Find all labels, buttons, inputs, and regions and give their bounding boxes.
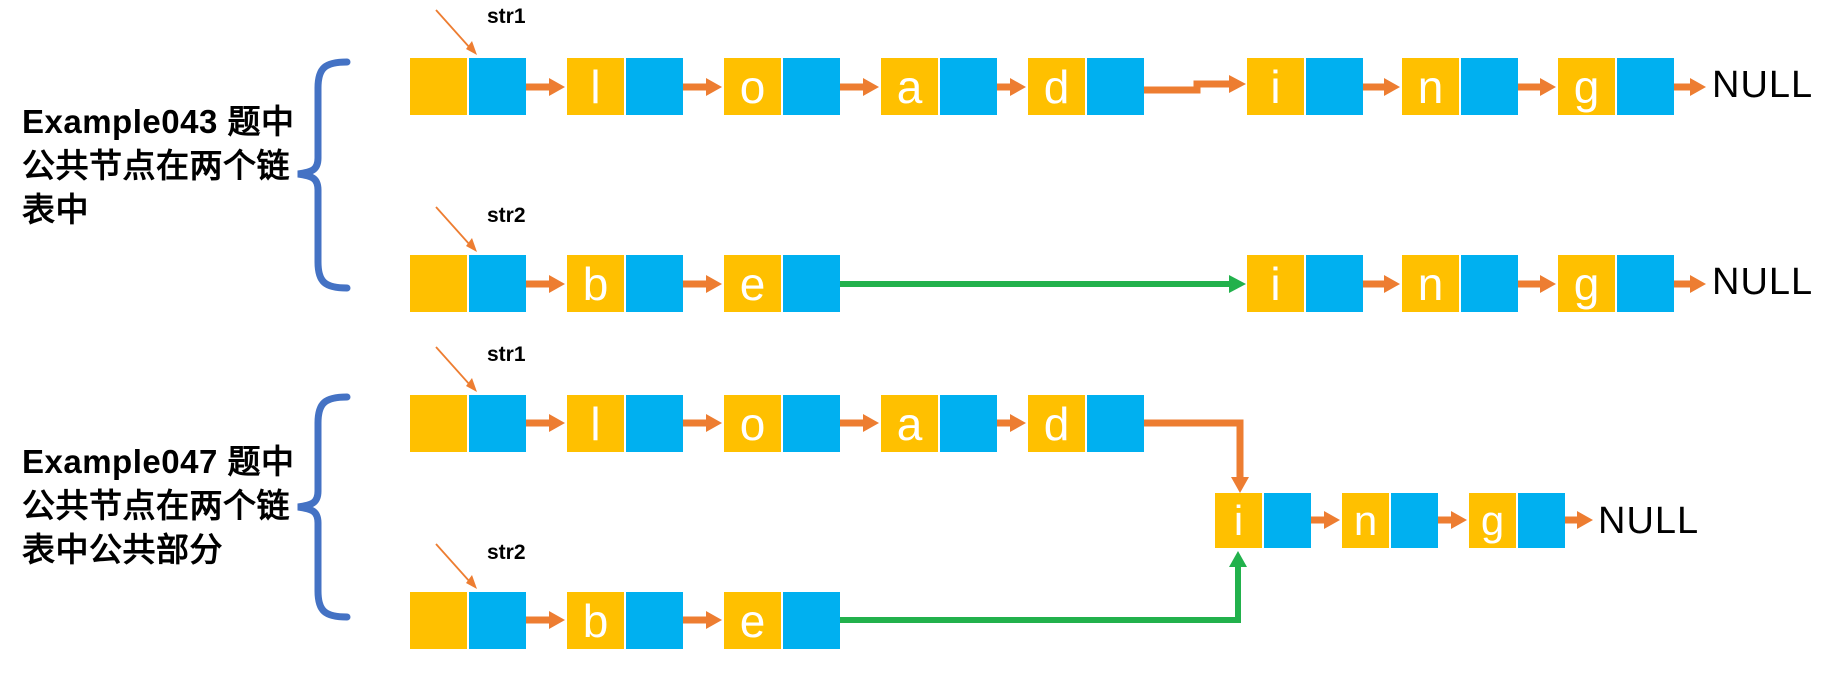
data-cell: d	[1028, 395, 1085, 452]
pointer-cell	[1617, 255, 1674, 312]
node-ex047-str2-head	[410, 592, 526, 649]
pointer-cell	[469, 592, 526, 649]
pointer-cell	[1617, 58, 1674, 115]
pointer-label-str2-ex047: str2	[487, 541, 526, 564]
node-ex043-str1-o: o	[724, 58, 840, 115]
node-ex047-str1-o: o	[724, 395, 840, 452]
node-ex043-str1-g: g	[1558, 58, 1674, 115]
caption-line: 公共节点在两个链	[22, 487, 290, 524]
node-ex043-str1-l: l	[567, 58, 683, 115]
pointer-cell	[1306, 255, 1363, 312]
pointer-cell	[1306, 58, 1363, 115]
pointer-cell	[783, 592, 840, 649]
node-ex047-str1-head	[410, 395, 526, 452]
pointer-cell	[1264, 493, 1311, 548]
data-cell: n	[1342, 493, 1389, 548]
data-cell: e	[724, 592, 781, 649]
pointer-cell	[783, 255, 840, 312]
data-cell: g	[1558, 58, 1615, 115]
pointer-cell	[940, 58, 997, 115]
data-cell: a	[881, 395, 938, 452]
str2-pointer-arrow-ex047	[435, 543, 477, 589]
node-ex043-str2-i: i	[1247, 255, 1363, 312]
node-ex043-str2-head	[410, 255, 526, 312]
null-terminator-ex043-str1: NULL	[1712, 64, 1814, 106]
common-link-arrow-ex043	[840, 275, 1246, 293]
pointer-cell	[783, 395, 840, 452]
data-cell	[410, 58, 467, 115]
caption-line: 表中公共部分	[22, 531, 223, 568]
str2-pointer-arrow-ex043	[435, 206, 477, 252]
data-cell: n	[1402, 58, 1459, 115]
pointer-cell	[626, 255, 683, 312]
pointer-cell	[1461, 255, 1518, 312]
pointer-label-str2-ex043: str2	[487, 204, 526, 227]
node-ex047-str1-a: a	[881, 395, 997, 452]
pointer-cell	[469, 58, 526, 115]
node-ex043-str1-d: d	[1028, 58, 1144, 115]
node-ex043-str2-g: g	[1558, 255, 1674, 312]
pointer-cell	[1518, 493, 1565, 548]
null-terminator-ex047-common: NULL	[1598, 500, 1700, 542]
caption-line: 公共节点在两个链	[22, 147, 290, 184]
data-cell: o	[724, 58, 781, 115]
data-cell: i	[1247, 255, 1304, 312]
brace-ex047	[297, 393, 351, 621]
section-caption-ex047: Example047 题中 公共节点在两个链 表中公共部分	[22, 440, 294, 572]
pointer-label-str1-ex047: str1	[487, 343, 526, 366]
pointer-cell	[1087, 58, 1144, 115]
brace-ex043	[297, 58, 351, 292]
node-ex043-str1-n: n	[1402, 58, 1518, 115]
data-cell: d	[1028, 58, 1085, 115]
node-ex043-str2-b: b	[567, 255, 683, 312]
str1-pointer-arrow-ex047	[435, 346, 477, 392]
data-cell: i	[1215, 493, 1262, 548]
data-cell: a	[881, 58, 938, 115]
node-ex047-common-n: n	[1342, 493, 1438, 548]
pointer-cell	[1461, 58, 1518, 115]
pointer-cell	[469, 395, 526, 452]
elbow-arrow-d-to-common-i	[1144, 419, 1249, 493]
caption-line: Example047 题中	[22, 443, 295, 480]
data-cell	[410, 255, 467, 312]
caption-line: Example043 题中	[22, 103, 295, 140]
data-cell: l	[567, 395, 624, 452]
pointer-cell	[940, 395, 997, 452]
data-cell	[410, 395, 467, 452]
null-terminator-ex043-str2: NULL	[1712, 261, 1814, 303]
section-caption-ex043: Example043 题中 公共节点在两个链 表中	[22, 100, 294, 232]
pointer-label-str1-ex043: str1	[487, 5, 526, 28]
str1-pointer-arrow-ex043	[435, 9, 477, 55]
node-ex047-str1-l: l	[567, 395, 683, 452]
node-ex043-str2-n: n	[1402, 255, 1518, 312]
pointer-cell	[626, 395, 683, 452]
node-ex047-str2-b: b	[567, 592, 683, 649]
data-cell: i	[1247, 58, 1304, 115]
data-cell: o	[724, 395, 781, 452]
pointer-cell	[626, 592, 683, 649]
data-cell: b	[567, 592, 624, 649]
node-ex047-common-i: i	[1215, 493, 1311, 548]
node-ex047-str1-d: d	[1028, 395, 1144, 452]
node-ex043-str1-head	[410, 58, 526, 115]
pointer-cell	[1087, 395, 1144, 452]
node-ex047-common-g: g	[1469, 493, 1565, 548]
data-cell	[410, 592, 467, 649]
node-ex043-str1-a: a	[881, 58, 997, 115]
data-cell: g	[1558, 255, 1615, 312]
data-cell: b	[567, 255, 624, 312]
pointer-cell	[626, 58, 683, 115]
pointer-cell	[1391, 493, 1438, 548]
node-ex047-str2-e: e	[724, 592, 840, 649]
node-ex043-str1-i: i	[1247, 58, 1363, 115]
data-cell: l	[567, 58, 624, 115]
data-cell: e	[724, 255, 781, 312]
node-ex043-str2-e: e	[724, 255, 840, 312]
pointer-cell	[469, 255, 526, 312]
pointer-cell	[783, 58, 840, 115]
data-cell: g	[1469, 493, 1516, 548]
common-link-arrow-ex047	[840, 551, 1247, 623]
data-cell: n	[1402, 255, 1459, 312]
caption-line: 表中	[22, 191, 89, 228]
